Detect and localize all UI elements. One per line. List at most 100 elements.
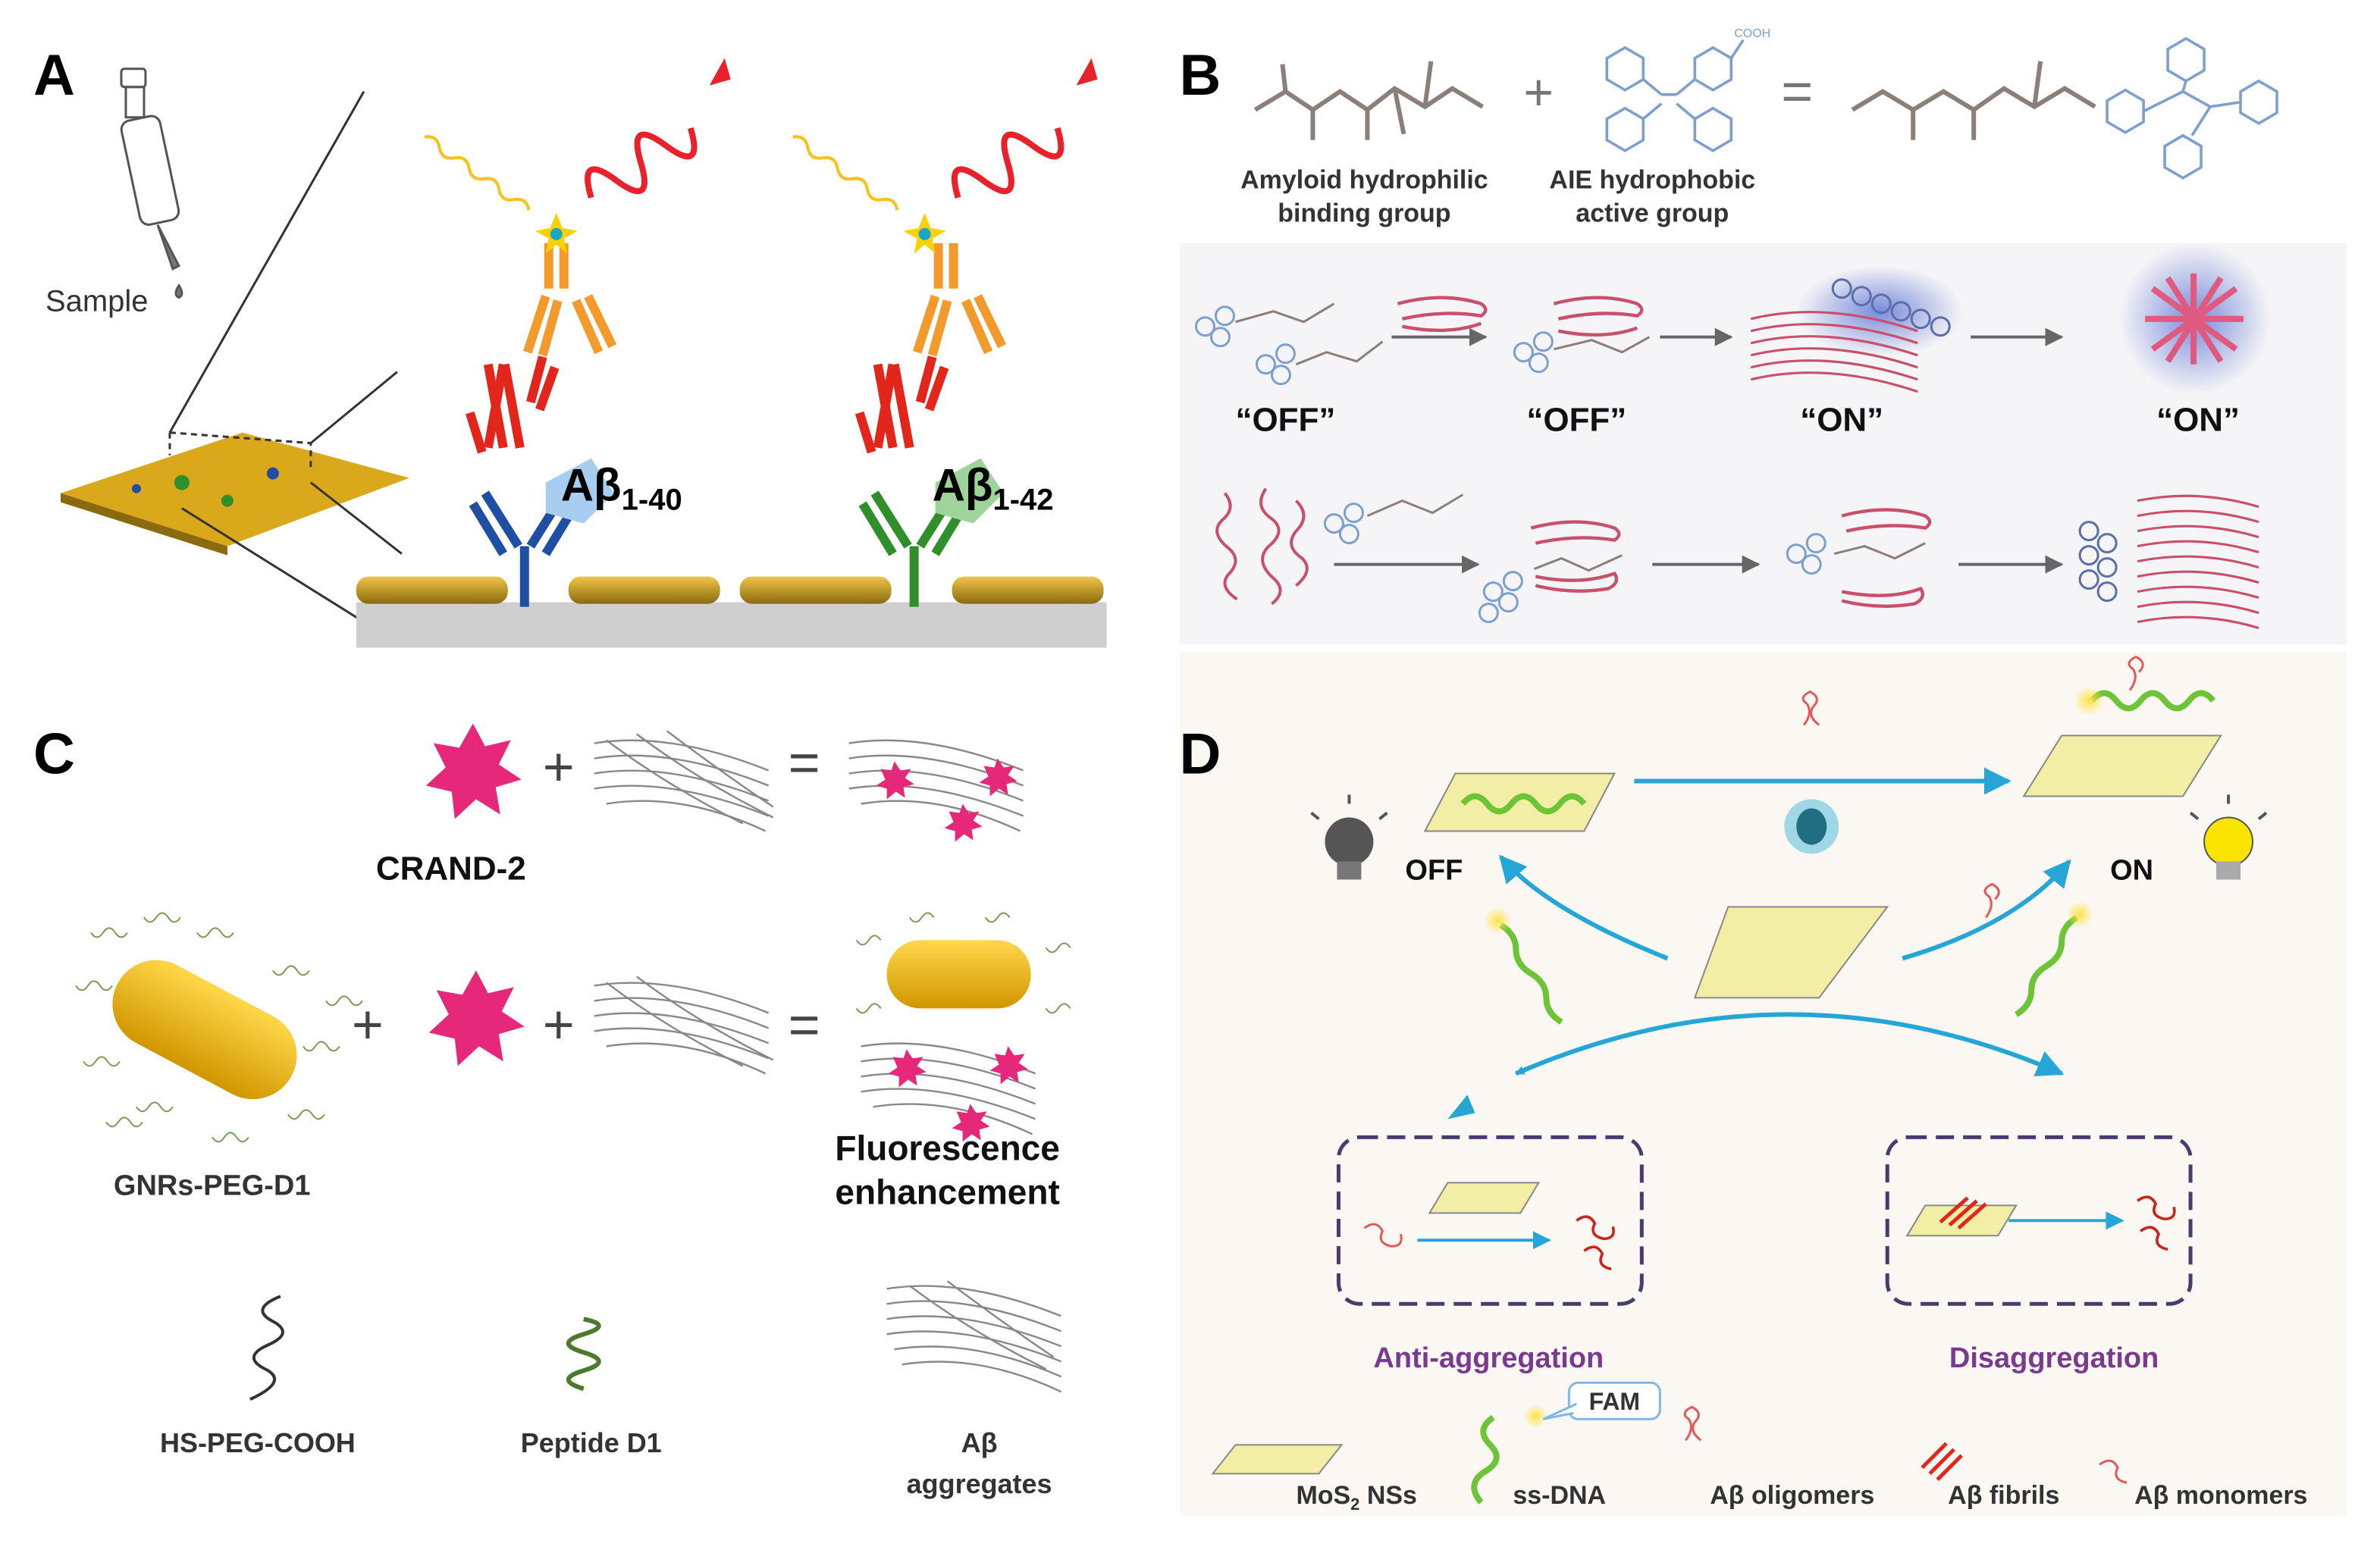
disaggregation-label: Disaggregation: [1949, 1342, 2159, 1374]
legend-fam-glow: [1523, 1404, 1548, 1429]
random-coil-monomers: [1215, 487, 1309, 606]
off-label-2: “OFF”: [1526, 402, 1626, 439]
bulb-on-icon: [2189, 794, 2268, 880]
detection-antibody-red: [854, 355, 949, 454]
plus-c-3: +: [543, 994, 575, 1055]
amyloid-binding-molecule: [1253, 61, 1484, 140]
label-antibody-orange: [912, 243, 1006, 357]
panel-c: C CRAND-2 + =: [33, 722, 1071, 1499]
abeta-1-40-label: Aβ1-40: [561, 460, 682, 517]
gold-nanoisland: [952, 576, 1104, 604]
equals-sign: =: [1781, 61, 1813, 122]
label-antibody-orange: [523, 243, 617, 357]
legend-fam-pointer: [1542, 1402, 1577, 1420]
abeta-1-42-label: Aβ1-42: [933, 460, 1054, 517]
hs-peg-cooh-label: HS-PEG-COOH: [160, 1427, 356, 1458]
mos2-sheet-on: [2022, 734, 2222, 797]
anti-aggregation-box: [1336, 1135, 1644, 1306]
equals-c-2: =: [789, 994, 820, 1055]
abeta-aggregates-icon: [886, 1280, 1062, 1393]
panel-a-letter: A: [33, 43, 75, 108]
monomer-box-left: [1363, 1223, 1403, 1248]
emission-wave-right: [951, 58, 1098, 199]
legend-monomers-label: Aβ monomers: [2134, 1481, 2307, 1510]
ssdna-released: [2089, 690, 2216, 712]
abeta-aggregates-label-line2: aggregates: [907, 1468, 1052, 1499]
zoom-lines: [168, 91, 403, 623]
excitation-wave-right: [792, 135, 899, 211]
amyloid-monomer: [1397, 296, 1488, 333]
brain-icon: [1796, 808, 1827, 845]
fam-glow-right: [2066, 900, 2094, 929]
amyloid-label-line1: Amyloid hydrophilic: [1240, 166, 1488, 195]
probe-oligomer: [1478, 520, 1623, 624]
excitation-wave-left: [424, 135, 531, 211]
legend-fam-box: [1567, 1381, 1661, 1420]
gnrs-peg-d1-label: GNRs-PEG-D1: [114, 1170, 311, 1201]
arrow-d-left-curve: [1499, 854, 1669, 961]
abeta-aggregates-label-line1: Aβ: [961, 1427, 998, 1458]
fibril-on-sheet: [1939, 1196, 1987, 1230]
sensor-chip: [60, 431, 409, 556]
arrow-head-left: [1447, 1094, 1475, 1120]
arrow-d-double: [1515, 1012, 2065, 1077]
legend-oligomers-label: Aβ oligomers: [1710, 1481, 1874, 1510]
anti-aggregation-label: Anti-aggregation: [1374, 1342, 1604, 1374]
legend-fibril-icon: [1921, 1442, 1963, 1481]
legend-ssdna-icon: [1471, 1414, 1500, 1505]
peptide-d1-label: Peptide D1: [521, 1427, 662, 1458]
abeta-1-42-blob: [935, 458, 1004, 524]
panel-b-letter: B: [1180, 43, 1221, 108]
gnr-peg-d1: [75, 912, 363, 1143]
hs-peg-cooh-icon: [249, 1295, 284, 1401]
legend-ssdna-label: ss-DNA: [1513, 1481, 1606, 1510]
fluorophore-star: [535, 212, 578, 254]
probe-monomer-off: [1513, 296, 1651, 374]
on-label-2: “ON”: [2156, 402, 2240, 439]
aie-molecule: [1605, 39, 1745, 152]
monomers-box-left-out: [1576, 1215, 1615, 1271]
monomers-box-right-out: [2137, 1195, 2176, 1251]
probe-oligomer-2: [1786, 508, 1932, 608]
crand-2-star: [425, 723, 522, 819]
panel-a: A Sample: [33, 43, 1107, 648]
mos2-sheet-box-right: [1905, 1204, 2018, 1237]
plus-c-2: +: [352, 994, 384, 1055]
fibril-bundle: [2078, 494, 2259, 630]
disaggregation-box: [1885, 1135, 2193, 1306]
abeta-1-40-blob: [545, 458, 614, 524]
cooh-label: COOH: [1734, 27, 1770, 40]
pipette-icon: [120, 67, 183, 299]
panel-d: D OFF ON: [1179, 652, 2347, 1517]
crand-2-star-2: [428, 970, 525, 1066]
gold-nanoisland: [739, 576, 892, 604]
on-label-d: ON: [2110, 854, 2153, 886]
amyloid-label-line2: binding group: [1278, 199, 1450, 228]
probe-row3: [1323, 493, 1464, 545]
fluorophore-star: [903, 212, 946, 254]
off-label-d: OFF: [1405, 854, 1463, 886]
abeta-aggregate-mesh-2: [594, 975, 774, 1075]
legend-oligomer-icon: [1683, 1405, 1702, 1442]
peptide-d1-icon: [566, 1317, 601, 1392]
legend-monomer-icon: [2099, 1459, 2128, 1484]
mos2-sheet-off: [1423, 772, 1616, 832]
fam-glow-top: [2074, 685, 2105, 716]
panel-d-letter: D: [1180, 722, 1221, 787]
off-label-1: “OFF”: [1236, 402, 1336, 439]
probe-pair-off: [1194, 302, 1384, 386]
gold-nanoisland: [568, 576, 720, 604]
ssdna-right: [2014, 915, 2079, 1017]
detection-antibody-red: [466, 355, 560, 454]
on-label-1: “ON”: [1800, 402, 1883, 439]
enhanced-complex: [855, 912, 1071, 1142]
aggregate-probe-on: [2119, 243, 2272, 395]
panel-b: B + COOH =: [1179, 27, 2347, 645]
equals-c-1: =: [789, 732, 820, 793]
legend-fibrils-label: Aβ fibrils: [1948, 1481, 2059, 1510]
gold-nanoisland: [356, 576, 508, 604]
legend-fam-label: FAM: [1589, 1388, 1640, 1415]
bound-aggregate-1: [848, 739, 1024, 842]
ssdna-left: [1499, 922, 1563, 1025]
